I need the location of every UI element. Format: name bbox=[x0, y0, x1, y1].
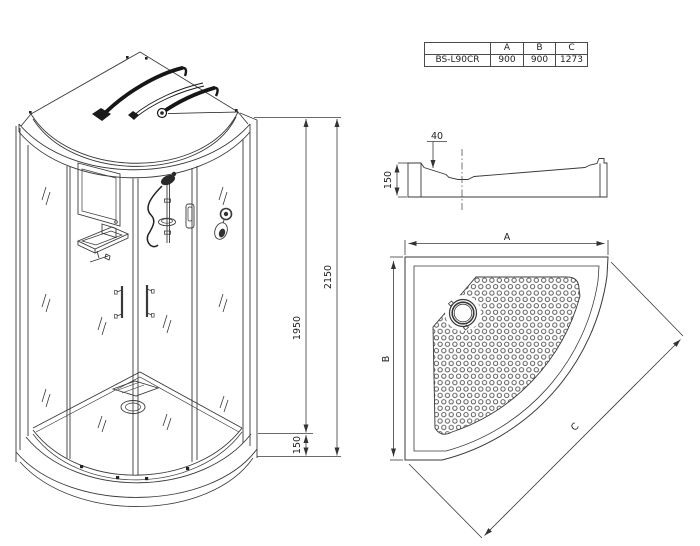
isometric-view bbox=[15, 51, 341, 507]
plan-depth-label: B bbox=[381, 356, 392, 363]
spec-table-header-row: A B C bbox=[424, 42, 588, 55]
mixer-valve bbox=[214, 207, 233, 240]
door-handle-right bbox=[145, 285, 155, 318]
spec-model-cell: BS-L90CR bbox=[424, 54, 491, 67]
plan-width-label: A bbox=[504, 232, 511, 243]
spec-table-corner-cell bbox=[424, 42, 491, 55]
spec-value-a: 900 bbox=[490, 54, 524, 67]
shower-column bbox=[146, 171, 177, 248]
door-handle-left bbox=[114, 286, 124, 319]
tray-profile-view bbox=[394, 141, 608, 210]
handshower-head bbox=[160, 174, 176, 186]
tray-plan-view bbox=[390, 240, 684, 539]
soap-dish bbox=[158, 217, 176, 227]
door-jamb-fitting bbox=[185, 203, 195, 229]
dim-tray-height-label: 150 bbox=[292, 436, 303, 454]
spec-value-c: 1273 bbox=[555, 54, 588, 67]
spec-table-header-b: B bbox=[523, 42, 556, 55]
spec-table-row: BS-L90CR 900 900 1273 bbox=[424, 54, 588, 67]
shower-hose bbox=[146, 185, 163, 248]
plan-dimensions bbox=[390, 240, 684, 539]
profile-dimensions bbox=[394, 141, 447, 198]
glass-reflection-marks bbox=[41, 186, 229, 433]
profile-height-label: 150 bbox=[383, 171, 394, 189]
plan-diagonal-label: C bbox=[569, 421, 582, 434]
spec-table-header-a: A bbox=[490, 42, 524, 55]
mirror bbox=[77, 162, 121, 227]
dim-glass-height-label: 1950 bbox=[292, 316, 303, 340]
top-rail bbox=[18, 111, 251, 179]
profile-rim-depth-label: 40 bbox=[431, 131, 443, 142]
spec-table: A B C BS-L90CR 900 900 1273 bbox=[424, 42, 588, 67]
roof-stabilizer-bars bbox=[92, 66, 239, 121]
dim-overall-height-label: 2150 bbox=[323, 265, 334, 289]
front-view-dimensions bbox=[239, 112, 341, 457]
corner-shelf bbox=[76, 223, 130, 263]
spec-table-header-c: C bbox=[555, 42, 588, 55]
drain bbox=[445, 295, 481, 331]
spec-value-b: 900 bbox=[523, 54, 556, 67]
shower-tray-isometric bbox=[15, 371, 258, 507]
drain-isometric bbox=[120, 400, 146, 414]
roof-panel bbox=[29, 51, 239, 167]
